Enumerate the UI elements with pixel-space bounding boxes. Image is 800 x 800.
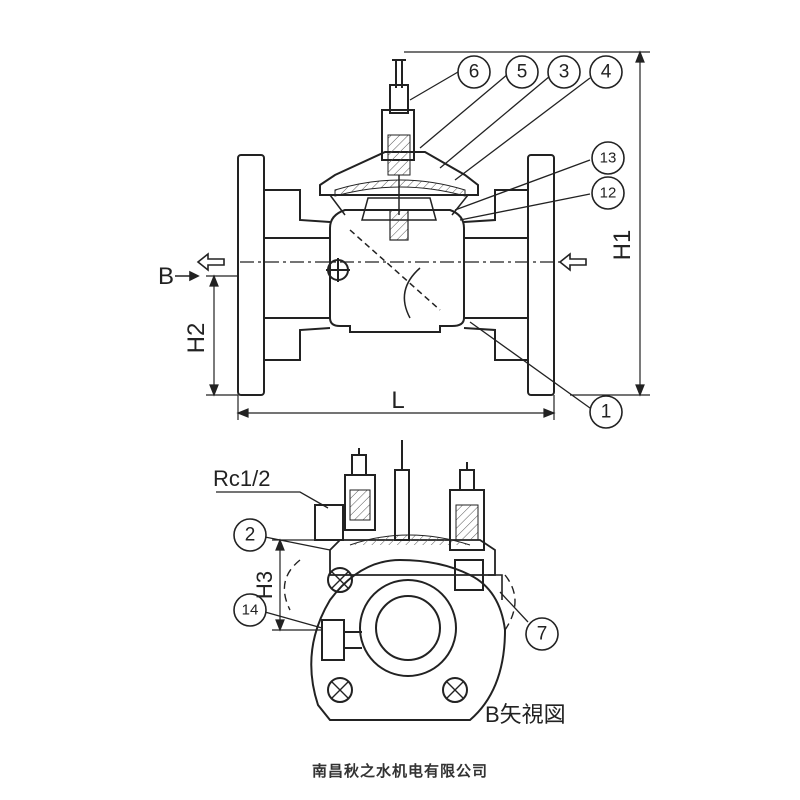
callout-3: 3 [547,55,581,89]
svg-text:14: 14 [242,602,259,619]
callout-4: 4 [589,55,623,89]
leaders-bottom [216,491,529,629]
flow-arrows [175,252,587,282]
svg-text:7: 7 [537,624,548,645]
svg-text:1: 1 [601,402,612,423]
svg-text:3: 3 [559,62,570,83]
left-pipe [264,237,330,319]
drain-valve [321,619,345,661]
outlet-arrow [196,252,225,272]
label-B: B [158,263,174,290]
callout-1: 1 [589,395,623,429]
label-H2: H2 [183,323,210,354]
callouts-bottom: 2 14 7 [233,518,559,651]
callout-14: 14 [233,593,267,627]
label-H1: H1 [609,230,636,261]
front-view [237,59,580,396]
company-caption: 南昌秋之水机电有限公司 [311,762,488,780]
callout-13: 13 [591,141,625,175]
bonnet [319,151,479,196]
dimensions-top [206,50,650,420]
flange-disk [310,558,507,721]
rc-port [314,504,344,541]
b-view [283,440,516,721]
callouts-top: 6 5 3 4 13 12 1 [457,55,625,429]
right-flange [527,154,555,396]
callout-7: 7 [525,617,559,651]
label-b-view: B矢視図 [485,702,566,727]
svg-text:4: 4 [601,62,612,83]
callout-5: 5 [505,55,539,89]
left-flange [237,154,265,396]
label-H3: H3 [252,571,277,599]
bore-inner [375,595,441,661]
svg-text:13: 13 [600,150,617,167]
inlet-arrow [558,252,587,272]
svg-text:12: 12 [600,185,617,202]
diaphragm [334,179,466,197]
svg-text:2: 2 [245,525,256,546]
label-L: L [391,387,404,414]
leaders-top [409,71,591,409]
svg-text:6: 6 [469,62,480,83]
right-pipe [464,237,528,319]
bolt-hole [327,677,353,703]
bore-outer [359,579,457,677]
label-rc: Rc1/2 [213,466,270,491]
callout-12: 12 [591,176,625,210]
bolt-hole [442,677,468,703]
callout-2: 2 [233,518,267,552]
callout-6: 6 [457,55,491,89]
svg-text:5: 5 [517,62,528,83]
